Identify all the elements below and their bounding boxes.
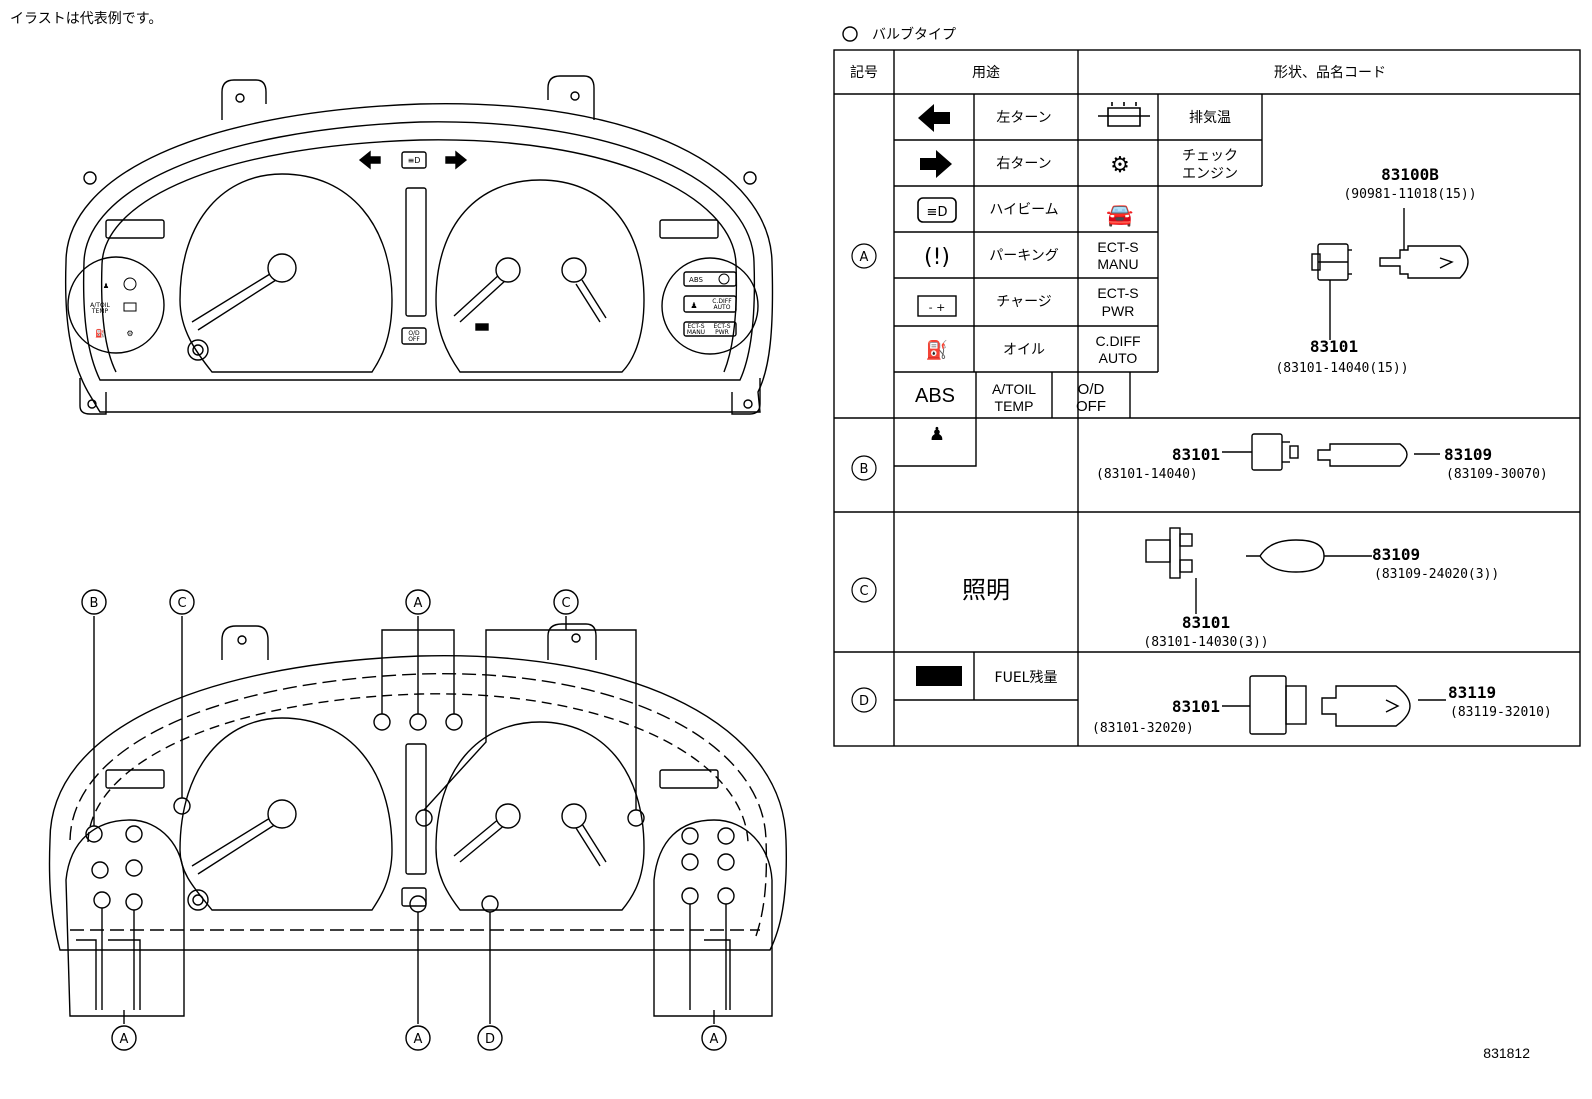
b-socket-code: (83101-14040) (1096, 467, 1198, 482)
parking-brake-icon: (!) (924, 245, 950, 270)
b-bulb-code: (83109-30070) (1446, 467, 1548, 482)
battery-icon (917, 295, 957, 317)
usage-high-beam: ハイビーム (989, 202, 1058, 218)
usage-exhaust-temp: 排気温 (1189, 110, 1231, 126)
oil-lamp-icon: ⛽ (95, 328, 105, 338)
usage-illumination: 照明 (962, 576, 1010, 604)
svg-text:ECT-S: ECT-S (687, 323, 704, 330)
callout-bottom-2: A (414, 1032, 423, 1047)
fuel-bar-icon (916, 666, 962, 686)
usage-right-turn: 右ターン (996, 156, 1051, 172)
d-socket-part: 83101 (1172, 697, 1220, 716)
exhaust-temp-icon (1098, 102, 1150, 127)
b-socket-part: 83101 (1172, 445, 1220, 464)
table-title: バルブタイプ (872, 26, 956, 43)
d-bulb-code: (83119-32010) (1450, 705, 1552, 720)
ects-icon: 🚘 (1106, 203, 1133, 228)
cell-ects-pwr-line1: ECT-S (1097, 285, 1138, 301)
top-cluster-lamps: ♟ A/TOIL TEMP ⛽ ⚙ ABS ♟ C.DIFF AUTO ECT-… (90, 156, 732, 343)
callouts: B C A C A A D A (81, 589, 727, 1051)
cell-od-line1: O/D (1078, 381, 1105, 398)
bulb-type-table: バルブタイプ (833, 26, 1581, 747)
usage-left-turn: 左ターン (996, 110, 1051, 126)
svg-text:MANU: MANU (687, 329, 705, 336)
callout-top-2: C (177, 596, 186, 611)
cell-ects-manu-line2: MANU (1097, 256, 1138, 272)
d-bulb-drawing (1222, 675, 1446, 735)
a-bulb-part: 83100B (1381, 165, 1439, 184)
atoil-lamp-label: A/TOIL (90, 302, 110, 309)
a-bulb-code: (90981-11018(15)) (1343, 187, 1476, 202)
c-bulb-code: (83109-24020(3)) (1374, 567, 1499, 582)
cell-atoil-line2: TEMP (995, 398, 1034, 414)
svg-text:≡D: ≡D (408, 156, 421, 165)
svg-text:C.DIFF: C.DIFF (712, 298, 732, 305)
c-bulb-drawing (1145, 527, 1372, 614)
row-label-c: C (859, 584, 868, 599)
row-label-a: A (860, 250, 869, 265)
right-turn-icon (920, 150, 952, 178)
svg-text:チェック: チェック (1182, 148, 1238, 164)
usage-fuel: FUEL残量 (995, 670, 1058, 686)
figure-number: 831812 (1483, 1045, 1530, 1061)
high-beam-icon (917, 197, 957, 223)
row-label-d: D (859, 694, 869, 709)
svg-text:♟: ♟ (690, 301, 697, 310)
c-bulb-part: 83109 (1372, 545, 1420, 564)
cell-od-line2: OFF (1076, 398, 1106, 415)
abs-lamp-label: ABS (689, 276, 703, 284)
cell-cdiff-line1: C.DIFF (1095, 333, 1140, 349)
usage-parking: パーキング (989, 248, 1059, 264)
seatbelt-icon-table: ♟ (929, 424, 945, 445)
callout-bottom-1: A (120, 1032, 129, 1047)
left-turn-icon (918, 104, 950, 132)
usage-check-engine: チェック エンジン (1182, 148, 1238, 182)
callout-bottom-4: A (710, 1032, 719, 1047)
cell-ects-pwr-line2: PWR (1102, 303, 1135, 319)
top-cluster (64, 75, 774, 415)
svg-text:O/D: O/D (408, 330, 420, 337)
a-socket-part: 83101 (1310, 337, 1358, 356)
header-symbol: 記号 (850, 64, 878, 81)
cell-cdiff-line2: AUTO (1099, 350, 1138, 366)
callout-top-3: A (414, 596, 423, 611)
b-bulb-part: 83109 (1444, 445, 1492, 464)
svg-text:OFF: OFF (408, 336, 420, 343)
usage-oil: オイル (1003, 342, 1045, 358)
bottom-cluster (48, 616, 788, 1024)
check-engine-icon: ⚙ (1110, 153, 1130, 178)
a-bulb-drawing (1311, 208, 1469, 340)
svg-text:⚙: ⚙ (126, 329, 133, 338)
d-socket-code: (83101-32020) (1092, 721, 1194, 736)
row-label-b: B (860, 462, 869, 477)
cell-abs: ABS (915, 385, 955, 407)
oil-can-icon: ⛽ (926, 339, 948, 361)
header-usage: 用途 (972, 64, 1000, 81)
cell-atoil-line1: A/TOIL (992, 381, 1036, 397)
usage-charge: チャージ (996, 294, 1052, 310)
svg-text:ECT-S: ECT-S (713, 323, 730, 330)
d-bulb-part: 83119 (1448, 683, 1496, 702)
callout-top-1: B (90, 596, 99, 611)
svg-text:AUTO: AUTO (714, 304, 731, 311)
header-note: イラストは代表例です。 (10, 11, 163, 27)
svg-text:TEMP: TEMP (91, 308, 109, 315)
callout-top-4: C (561, 596, 570, 611)
cell-ects-manu-line1: ECT-S (1097, 239, 1138, 255)
c-socket-code: (83101-14030(3)) (1143, 635, 1268, 650)
seatbelt-icon: ♟ (103, 282, 109, 290)
svg-text:≡D: ≡D (927, 205, 948, 220)
a-socket-code: (83101-14040(15)) (1275, 361, 1408, 376)
c-socket-part: 83101 (1182, 613, 1230, 632)
callout-bottom-3: D (485, 1032, 495, 1047)
svg-text:エンジン: エンジン (1182, 166, 1238, 182)
table-a-icons: ≡D (!) - + ⛽ ⚙ 🚘 ♟ (916, 102, 1150, 686)
b-bulb-drawing (1222, 433, 1440, 471)
svg-text:PWR: PWR (715, 329, 729, 336)
header-shape: 形状、品名コード (1274, 65, 1386, 81)
svg-text:- +: - + (929, 301, 946, 314)
